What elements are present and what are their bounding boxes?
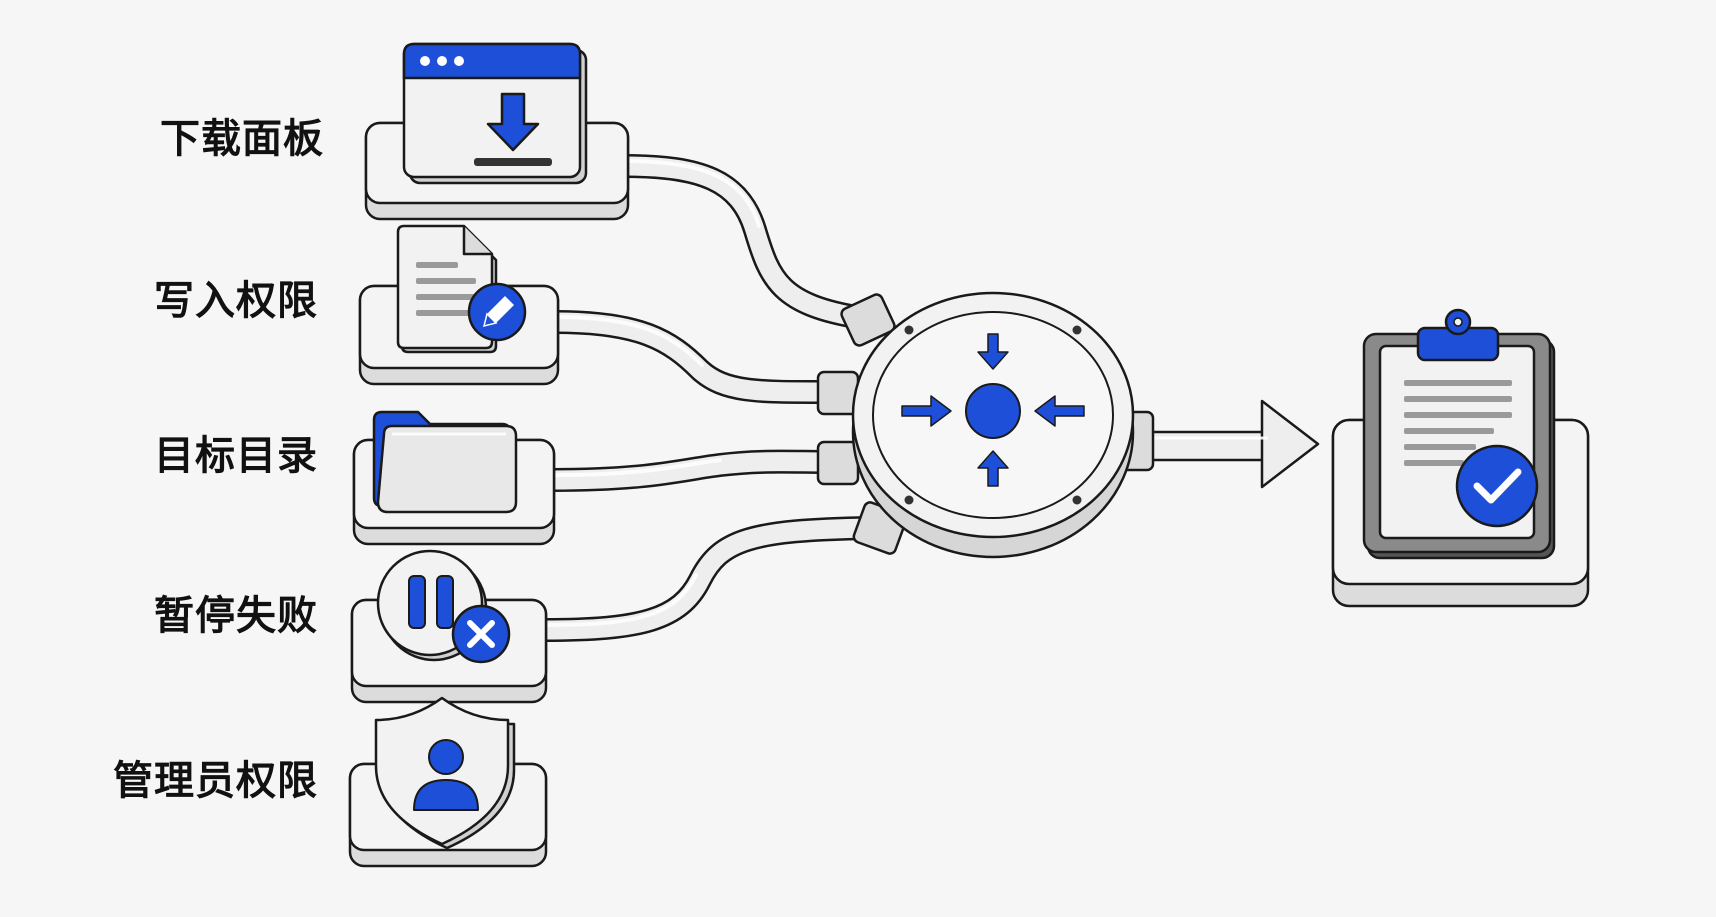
pipe-directory [540,449,842,492]
node-download-panel [364,42,630,221]
shield-user-icon [374,696,516,850]
node-pause-failed [350,549,548,704]
converge-arrows-icon [901,333,1085,487]
label-write-permission: 写入权限 [154,278,318,324]
pencil-icon [482,296,514,328]
hub-node [816,291,1155,559]
label-download-panel: 下载面板 [160,116,324,162]
folder-icon [372,410,518,514]
node-output [1331,308,1590,608]
check-icon [1455,444,1539,528]
document-edit-icon [396,224,527,354]
pipe-download [613,154,874,330]
pipe-write [543,310,842,405]
node-target-directory [352,410,556,546]
label-target-directory: 目标目录 [154,433,318,479]
pause-icon [408,575,454,629]
label-pause-failed: 暂停失败 [154,593,318,639]
connector-pipes [533,154,1320,642]
browser-download-icon [402,42,588,185]
pause-failed-icon [376,549,511,664]
user-icon [413,739,479,811]
clipboard-check-icon [1362,308,1556,560]
label-admin-permission: 管理员权限 [113,758,318,804]
pipe-pause [533,516,882,642]
close-icon [451,604,511,664]
hub-ports [816,293,1155,555]
node-admin-permission [348,696,548,868]
node-write-permission [358,224,560,386]
